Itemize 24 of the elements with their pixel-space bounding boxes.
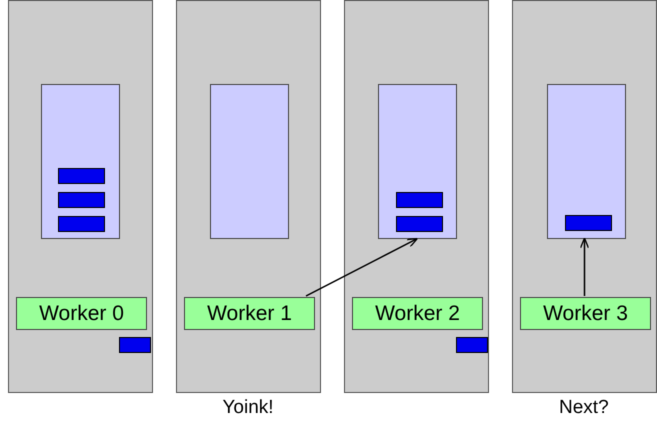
worker-panel	[8, 0, 153, 393]
worker-node: Worker 2	[352, 297, 483, 330]
task-bar	[456, 337, 488, 353]
caption-text: Yoink!	[222, 397, 274, 419]
worker-panel	[176, 0, 321, 393]
task-bar	[58, 216, 105, 232]
arrow	[306, 238, 418, 297]
caption-text: Next?	[559, 397, 609, 419]
task-bar	[565, 215, 612, 231]
deque-box	[378, 84, 457, 239]
deque-box	[210, 84, 289, 239]
worker-node: Worker 1	[184, 297, 315, 330]
task-bar	[396, 192, 443, 208]
worker-node: Worker 0	[16, 297, 147, 330]
worker-panel	[512, 0, 657, 393]
arrow	[580, 237, 590, 296]
worker-panel	[344, 0, 489, 393]
task-bar	[58, 168, 105, 184]
deque-box	[547, 84, 626, 239]
worker-node: Worker 3	[520, 297, 651, 330]
task-bar	[119, 337, 151, 353]
deque-box	[41, 84, 120, 239]
task-bar	[396, 216, 443, 232]
task-bar	[58, 192, 105, 208]
